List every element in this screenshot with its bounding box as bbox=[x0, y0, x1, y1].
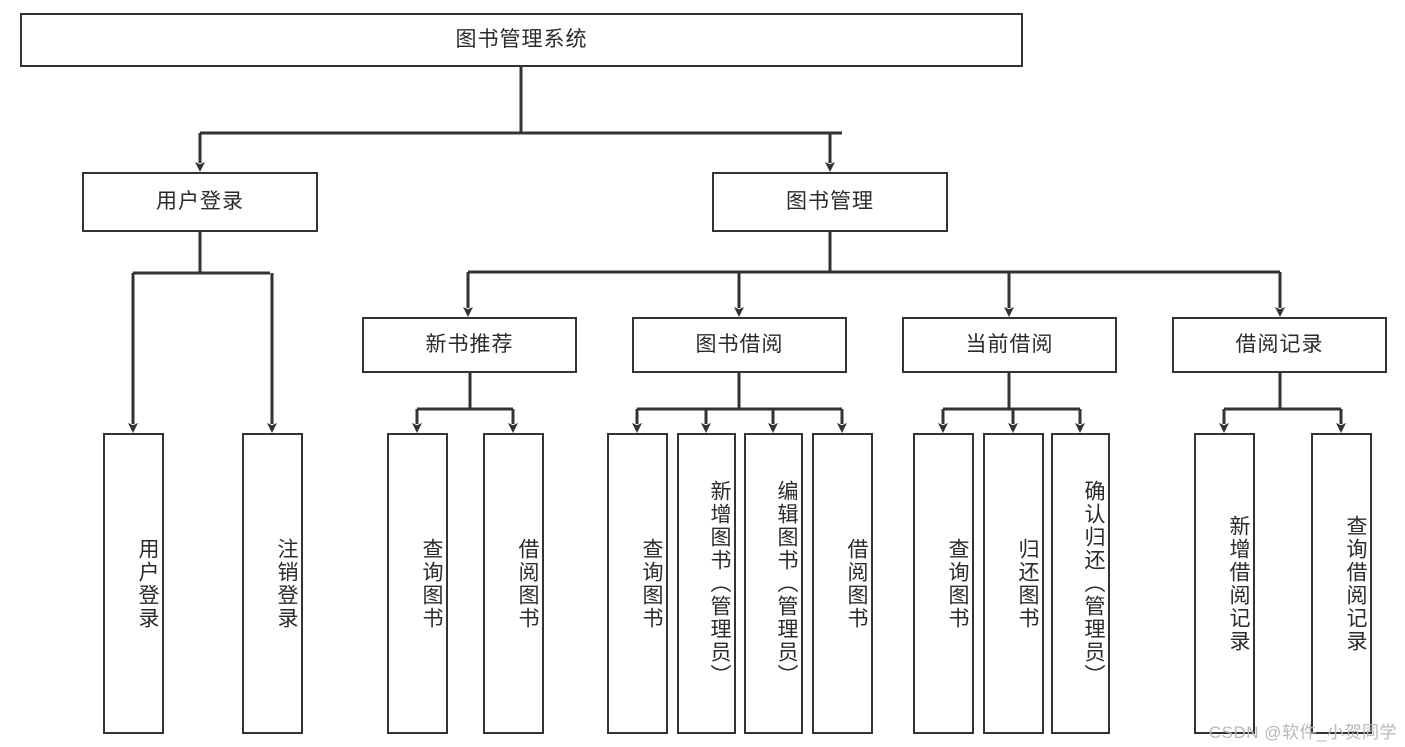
node-label: 图书借阅 bbox=[695, 333, 784, 357]
node-borrow-record[interactable]: 借阅记录 bbox=[1172, 317, 1387, 373]
node-user-login[interactable]: 用户登录 bbox=[82, 172, 318, 232]
node-label: 查询图书 bbox=[420, 537, 443, 630]
node-label: 查询借阅记录 bbox=[1344, 514, 1367, 653]
node-label: 注销登录 bbox=[275, 537, 298, 630]
leaf-node[interactable]: 借阅图书 bbox=[483, 433, 544, 734]
leaf-node[interactable]: 注销登录 bbox=[242, 433, 303, 734]
node-label: 编辑图书（管理员） bbox=[775, 480, 798, 687]
node-label: 图书管理 bbox=[786, 190, 874, 214]
leaf-node[interactable]: 新增借阅记录 bbox=[1194, 433, 1255, 734]
leaf-node[interactable]: 查询图书 bbox=[913, 433, 974, 734]
watermark: CSDN @软件_小贺同学 bbox=[1208, 723, 1397, 742]
node-label: 查询图书 bbox=[946, 537, 969, 630]
node-label: 借阅图书 bbox=[516, 537, 539, 630]
node-label: 新增借阅记录 bbox=[1227, 514, 1250, 653]
node-label: 查询图书 bbox=[640, 537, 663, 630]
node-book-management[interactable]: 图书管理 bbox=[712, 172, 948, 232]
node-label: 确认归还（管理员） bbox=[1082, 480, 1105, 687]
leaf-node[interactable]: 归还图书 bbox=[983, 433, 1044, 734]
node-label: 当前借阅 bbox=[965, 333, 1054, 357]
leaf-node[interactable]: 新增图书（管理员） bbox=[677, 433, 736, 734]
node-label: 用户登录 bbox=[136, 537, 159, 630]
node-label: 归还图书 bbox=[1016, 537, 1039, 630]
leaf-node[interactable]: 查询图书 bbox=[387, 433, 448, 734]
leaf-node[interactable]: 用户登录 bbox=[103, 433, 164, 734]
node-label: 新书推荐 bbox=[425, 333, 514, 357]
node-new-book-recommend[interactable]: 新书推荐 bbox=[362, 317, 577, 373]
node-current-borrow[interactable]: 当前借阅 bbox=[902, 317, 1117, 373]
node-label: 借阅图书 bbox=[845, 537, 868, 630]
node-label: 用户登录 bbox=[156, 190, 244, 214]
leaf-node[interactable]: 借阅图书 bbox=[812, 433, 873, 734]
node-label: 新增图书（管理员） bbox=[708, 480, 731, 687]
leaf-node[interactable]: 查询借阅记录 bbox=[1311, 433, 1372, 734]
node-label: 借阅记录 bbox=[1235, 333, 1324, 357]
leaf-node[interactable]: 编辑图书（管理员） bbox=[744, 433, 803, 734]
node-book-borrow[interactable]: 图书借阅 bbox=[632, 317, 847, 373]
leaf-node[interactable]: 查询图书 bbox=[607, 433, 668, 734]
node-label: 图书管理系统 bbox=[455, 28, 588, 52]
leaf-node[interactable]: 确认归还（管理员） bbox=[1051, 433, 1110, 734]
node-root[interactable]: 图书管理系统 bbox=[20, 13, 1023, 67]
